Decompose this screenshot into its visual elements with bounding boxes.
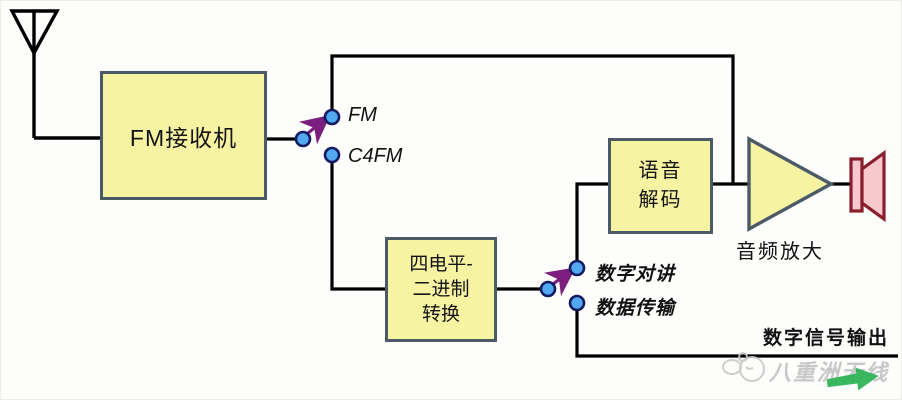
audio-amplifier-label: 音频放大 <box>736 241 824 263</box>
wires <box>266 54 898 358</box>
amplifier-triangle-icon <box>747 136 835 232</box>
switch-selector-arrow-icon <box>299 115 331 145</box>
switch1-pos-fm-label: FM <box>348 104 377 126</box>
level-converter-label-line3: 转换 <box>421 304 460 326</box>
fm-receiver-label: FM接收机 <box>129 124 238 151</box>
switch1-c4fm-node <box>323 146 341 164</box>
wire-talk-to-decoder <box>575 182 608 268</box>
speaker-icon <box>849 149 886 223</box>
switch2 <box>539 259 586 312</box>
level-converter-block: 四电平- 二进制 转换 <box>385 237 497 342</box>
fm-receiver-block: FM接收机 <box>100 71 267 200</box>
voice-decoder-label-line1: 语音 <box>638 160 683 182</box>
switch2-common-node <box>539 280 557 298</box>
doodle-logo-icon <box>722 352 765 382</box>
wire-fm-bypass-top <box>330 54 735 184</box>
switch2-pos-digital-talk-label: 数字对讲 <box>595 264 676 285</box>
switch1-pos-c4fm-label: C4FM <box>348 145 403 167</box>
voice-decoder-block: 语音 解码 <box>608 138 713 234</box>
digital-signal-output-label: 数字信号输出 <box>763 328 890 349</box>
voice-decoder-label-line2: 解码 <box>638 189 683 211</box>
antenna-icon <box>9 9 100 140</box>
switch1-fm-node <box>323 108 341 126</box>
green-right-arrow-icon <box>826 367 879 391</box>
switch2-pos-data-transfer-label: 数据传输 <box>595 298 676 319</box>
switch1 <box>294 108 341 164</box>
switch1-common-node <box>294 130 312 148</box>
wire-data-output <box>575 303 898 358</box>
switch2-data-node <box>568 294 586 312</box>
switch2-talk-node <box>568 259 586 277</box>
level-converter-label-line1: 四电平- <box>409 253 473 275</box>
wire-c4fm-to-converter <box>330 155 385 291</box>
switch-selector-arrow-icon <box>544 267 576 296</box>
level-converter-label-line2: 二进制 <box>412 278 470 300</box>
